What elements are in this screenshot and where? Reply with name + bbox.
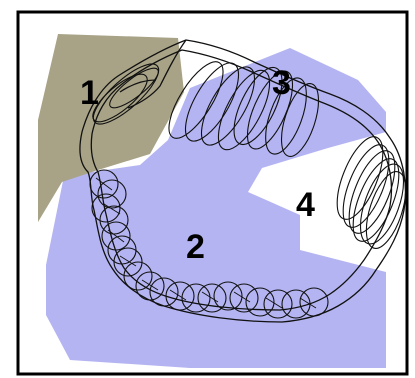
region-label-1: 1 — [80, 74, 99, 112]
region-label-4: 4 — [296, 186, 315, 224]
trajectory-outline — [79, 39, 407, 323]
region-3-loops — [168, 61, 320, 157]
region-label-3: 3 — [272, 64, 291, 102]
region-label-2: 2 — [186, 228, 205, 266]
region-4-loops — [336, 136, 407, 249]
region-2-loop-hatching — [95, 177, 317, 309]
region-4-notch — [248, 132, 386, 272]
region-2-loops — [89, 169, 329, 319]
region-1-loops — [92, 63, 160, 125]
